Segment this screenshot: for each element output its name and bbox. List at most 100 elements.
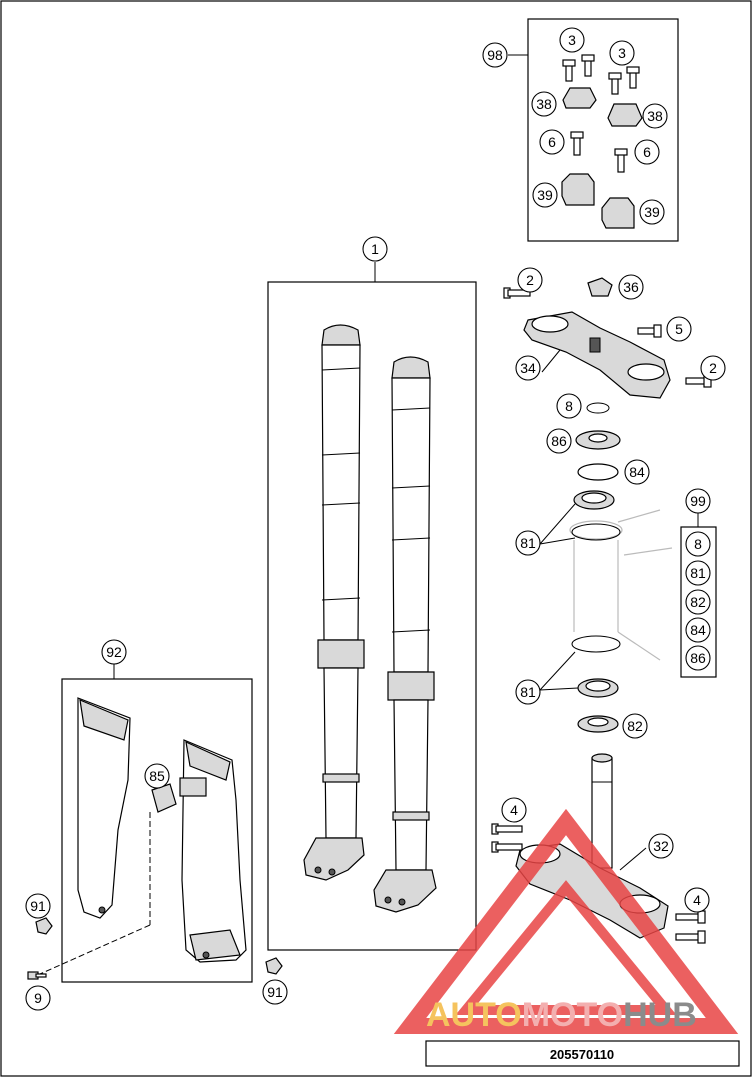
callout-l91a: 91 <box>25 893 51 919</box>
watermark: AUTOMOTOHUB <box>393 808 739 1034</box>
callout-label: 81 <box>690 565 706 581</box>
callout-l2a: 2 <box>517 267 543 293</box>
o-ring-8 <box>586 402 610 414</box>
callout-l36: 36 <box>618 274 644 300</box>
callout-l86a: 86 <box>546 428 572 454</box>
callout-label: 84 <box>629 464 645 480</box>
fork-leg-left <box>303 324 365 881</box>
bolt-4-right <box>675 910 706 944</box>
svg-text:AUTOMOTOHUB: AUTOMOTOHUB <box>426 996 697 1034</box>
callout-l91b: 91 <box>262 979 288 1005</box>
callout-label: 32 <box>653 838 669 854</box>
group-1-box <box>267 281 477 951</box>
bolt-3-right <box>608 66 640 95</box>
bearing-81-top <box>573 490 615 510</box>
group-98-box <box>527 18 679 242</box>
callout-l39b: 39 <box>639 199 665 225</box>
nut-36 <box>587 277 613 297</box>
callout-label: 8 <box>565 398 573 414</box>
callout-label: 91 <box>30 898 46 914</box>
clamp-38-right <box>607 103 643 127</box>
bearing-81-bottom <box>577 678 619 698</box>
callout-label: 86 <box>690 650 706 666</box>
callout-l32: 32 <box>648 833 674 859</box>
callout-label: 82 <box>627 718 643 734</box>
callout-label: 81 <box>520 684 536 700</box>
seal-84 <box>577 463 619 481</box>
callout-label: 8 <box>694 536 702 552</box>
callout-label: 38 <box>647 108 663 124</box>
bolt-2-top <box>503 287 531 299</box>
callout-l81b: 81 <box>685 560 711 586</box>
callout-l8b: 8 <box>685 531 711 557</box>
race-81-lower <box>571 635 621 653</box>
callout-l82a: 82 <box>685 589 711 615</box>
callout-l86b: 86 <box>685 645 711 671</box>
steering-head-outline <box>569 509 673 661</box>
callout-l38b: 38 <box>642 103 668 129</box>
clamp-39-left <box>561 173 595 206</box>
callout-l9: 9 <box>25 985 51 1011</box>
callout-l84b: 84 <box>685 617 711 643</box>
callout-l85: 85 <box>144 763 170 789</box>
bolt-3-left <box>562 54 595 82</box>
callout-label: 36 <box>623 279 639 295</box>
callout-l8a: 8 <box>556 393 582 419</box>
callout-label: 3 <box>568 32 576 48</box>
callout-label: 86 <box>551 433 567 449</box>
callout-label: 84 <box>690 622 706 638</box>
callouts: 98 3 3 38 38 6 6 39 39 1 2 36 5 34 2 8 86 84 99 81 8 81 82 84 86… <box>25 27 726 1011</box>
bolt-5 <box>637 324 662 338</box>
callout-l5: 5 <box>666 316 692 342</box>
clamp-39-right <box>601 197 635 229</box>
callout-l38a: 38 <box>531 91 557 117</box>
callout-l81a: 81 <box>515 530 541 556</box>
fork-guard-right <box>179 739 247 963</box>
callout-l6a: 6 <box>539 129 565 155</box>
callout-l4b: 4 <box>684 887 710 913</box>
callout-label: 92 <box>106 644 122 660</box>
callout-label: 38 <box>536 96 552 112</box>
callout-label: 82 <box>690 594 706 610</box>
callout-label: 4 <box>693 892 701 908</box>
callout-label: 9 <box>34 990 42 1006</box>
clamp-38-left <box>562 87 597 109</box>
callout-l92: 92 <box>101 639 127 665</box>
race-81-upper <box>571 523 621 541</box>
callout-label: 6 <box>548 134 556 150</box>
bolt-6-right <box>614 148 628 173</box>
callout-l81c: 81 <box>515 679 541 705</box>
callout-l1: 1 <box>362 236 388 262</box>
callout-label: 34 <box>520 360 536 376</box>
callout-label: 98 <box>487 47 503 63</box>
bolt-4-left <box>491 823 523 853</box>
screw-9 <box>27 971 47 980</box>
callout-label: 91 <box>267 984 283 1000</box>
callout-l98: 98 <box>482 42 508 68</box>
screw-91-right <box>265 957 283 975</box>
fork-leg-right <box>373 356 437 913</box>
callout-l82b: 82 <box>622 713 648 739</box>
callout-l39a: 39 <box>532 182 558 208</box>
bolt-6-left <box>570 131 584 156</box>
callout-label: 1 <box>371 241 379 257</box>
callout-l3a: 3 <box>559 27 585 53</box>
callout-label: 6 <box>643 144 651 160</box>
callout-l2b: 2 <box>700 355 726 381</box>
callout-l4a: 4 <box>501 797 527 823</box>
cover-86 <box>575 430 621 450</box>
callout-label: 5 <box>675 321 683 337</box>
callout-label: 2 <box>526 272 534 288</box>
callout-l84a: 84 <box>624 459 650 485</box>
callout-label: 2 <box>709 360 717 376</box>
callout-label: 99 <box>690 493 706 509</box>
callout-l6b: 6 <box>634 139 660 165</box>
callout-label: 4 <box>510 802 518 818</box>
callout-l3b: 3 <box>609 40 635 66</box>
group-92-box <box>61 678 253 983</box>
watermark-part1: AUTO <box>426 996 522 1034</box>
drawing-number-box <box>425 1040 740 1067</box>
fork-guard-left <box>77 697 131 919</box>
